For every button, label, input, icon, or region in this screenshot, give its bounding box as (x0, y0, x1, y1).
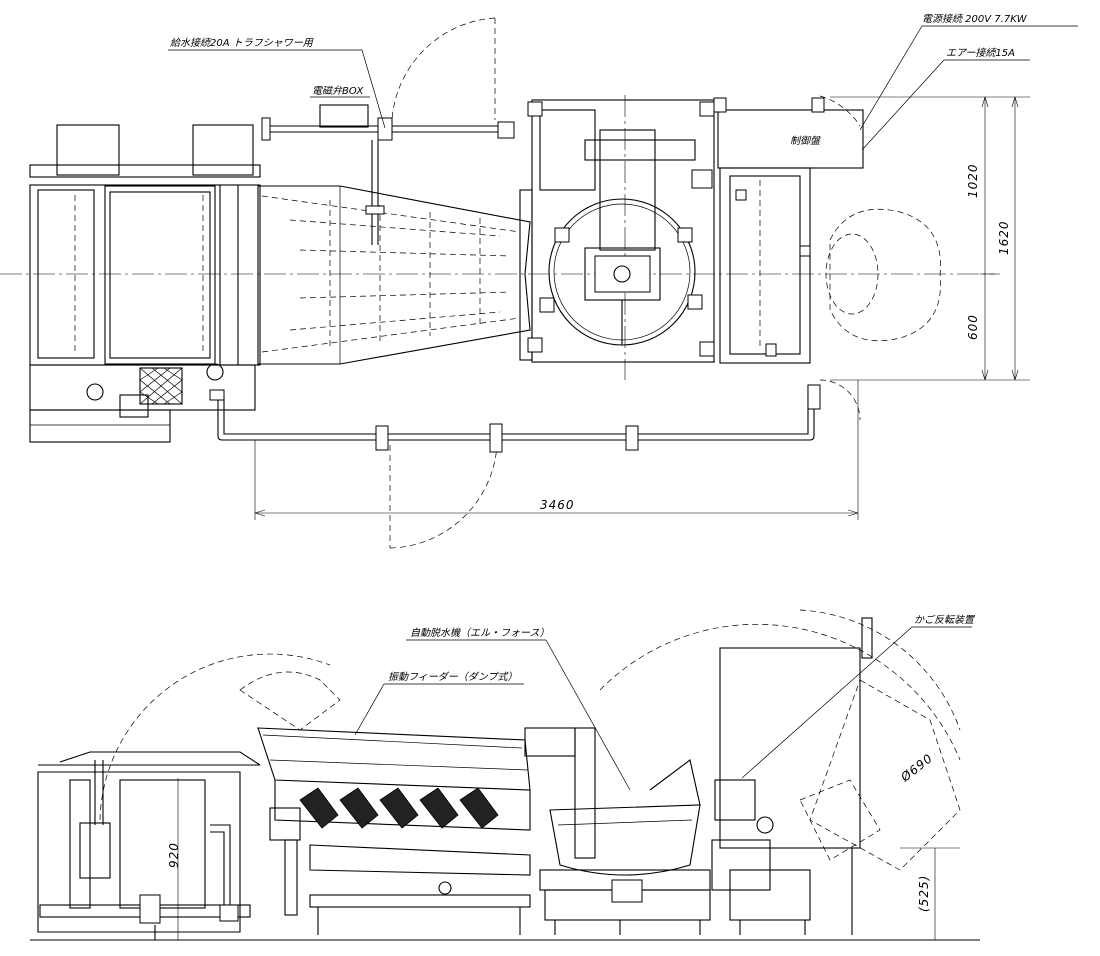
dim-depth-upper-label: 1020 (966, 163, 980, 198)
dim-clearance-label: (525) (917, 875, 931, 912)
elevation-view: 920 (30, 609, 980, 941)
dim-height-label: 920 (167, 842, 181, 868)
lower-pipe-plan (209, 384, 821, 453)
feeder-springs (299, 787, 499, 829)
dehydrator-elevation (524, 727, 711, 935)
basket-inverter-label: かご反転装置 (914, 614, 975, 626)
left-tank-elevation: 920 (37, 751, 261, 940)
control-panel-plan: 制御盤 (713, 97, 864, 364)
dim-length: 3460 (254, 380, 859, 520)
basket-plan-ghost (825, 208, 941, 342)
dehydrator-plan (527, 99, 715, 363)
dim-depth-lower-label: 600 (966, 314, 980, 340)
water-connection-label: 給水接続20A トラフシャワー用 (170, 37, 314, 49)
dim-length-label: 3460 (540, 498, 575, 512)
water-pipe-plan (261, 104, 515, 245)
plan-labels: 電源接続 200V 7.7KW エアー接続15A 給水接続20A トラフシャワー… (168, 13, 1078, 151)
solenoid-box-label: 電磁弁BOX (312, 85, 364, 97)
auto-dehydrator-label: 自動脱水機（エル・フォース） (410, 627, 550, 639)
left-tank-unit-plan (29, 124, 261, 443)
elevation-labels: 自動脱水機（エル・フォース） 振動フィーダー（ダンプ式） かご反転装置 (354, 614, 975, 791)
plan-view: 制御盤 (0, 13, 1078, 549)
air-label: エアー接続15A (946, 47, 1015, 59)
vibration-feeder-label: 振動フィーダー（ダンプ式） (388, 671, 518, 683)
power-label: 電源接続 200V 7.7KW (922, 13, 1028, 25)
vibration-feeder-elevation (239, 671, 531, 935)
control-panel-label: 制御盤 (790, 135, 822, 147)
dim-depth-total-label: 1620 (997, 220, 1011, 255)
dim-depth: 1020 1620 600 (830, 96, 1030, 381)
